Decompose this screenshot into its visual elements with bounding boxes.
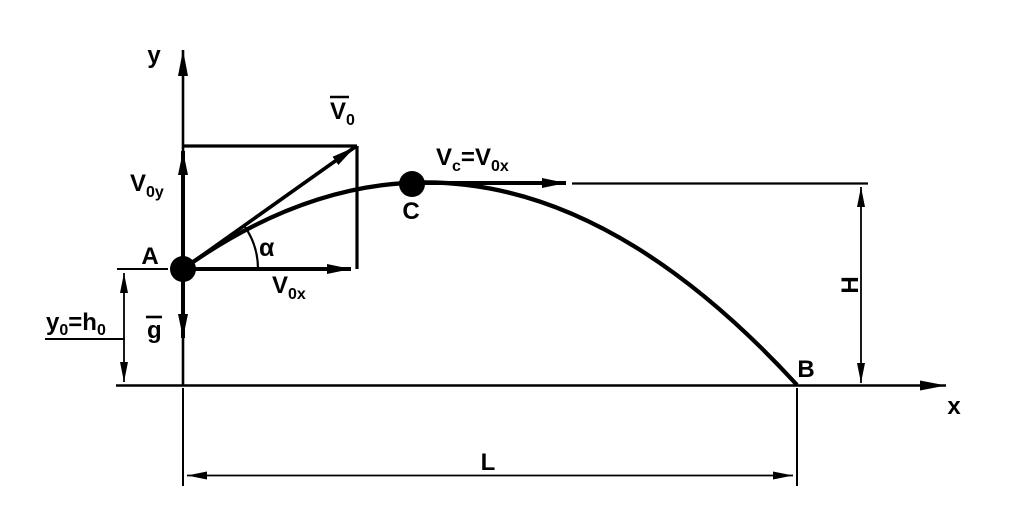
trajectory-curve (181, 180, 799, 387)
l-dimension-label: L (481, 449, 496, 476)
point-a-label: A (141, 243, 158, 270)
angle-arc (243, 225, 260, 270)
y-axis-label: y (147, 42, 161, 69)
point-b-label: B (797, 356, 814, 383)
v0x-label: V0x (272, 272, 306, 303)
point-c (399, 171, 425, 197)
v0y-label: V0y (130, 170, 164, 201)
x-axis-label: x (947, 393, 961, 420)
y0-label: y0=h0 (46, 309, 106, 339)
trajectory-group: g Vc=V0x A B C (141, 144, 815, 387)
vc-label: Vc=V0x (436, 144, 509, 175)
v0-label: V0 (330, 98, 355, 129)
point-c-label: C (402, 198, 419, 225)
alpha-label: α (259, 234, 275, 262)
g-label: g (147, 317, 162, 344)
h-dimension-label: H (837, 276, 864, 293)
dimensions: H L y0=h0 (45, 182, 868, 486)
